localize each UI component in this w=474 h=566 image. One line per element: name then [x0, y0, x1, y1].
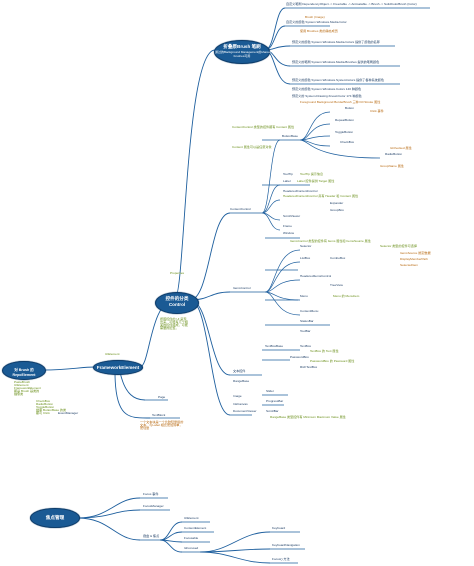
g9: TextBox 的 Text 属性: [310, 349, 339, 353]
r3: 自定义的颜色 System.Windows.Media.Color: [286, 20, 347, 24]
c22: StatusBar: [300, 319, 314, 323]
control-note: 按照控件的 UI 呈现 出来，可能有几个相 关的控件组成，可能 需要的配置。: [160, 317, 188, 331]
c29: InkCanvas: [233, 402, 248, 406]
c12: HeaderedContentControl: [283, 189, 318, 193]
c15: Window: [283, 231, 295, 235]
b5: Focusable: [184, 536, 199, 540]
focus-node[interactable]: 焦点管理: [30, 508, 80, 528]
g10: PasswordBox 的 Password 属性: [310, 359, 355, 363]
uielement-label: UIElement: [105, 352, 120, 356]
c3: ToggleButton: [335, 130, 354, 134]
c16: ItemsControl: [233, 286, 251, 290]
c17: ListBox: [300, 256, 311, 260]
g3: ToolTip 提示信息: [300, 172, 324, 176]
r2: Brush (Image): [305, 15, 325, 19]
b7: IsFocused: [184, 546, 199, 550]
browser-brush-title: 折叠原Brush 笔刷: [223, 44, 261, 49]
g8: Menu 的 MenuItem: [333, 294, 360, 298]
o1: Click 事件: [370, 109, 384, 113]
frameworkelement-node[interactable]: FrameworkElement: [93, 360, 143, 375]
o2: IsChecked 属性: [390, 146, 412, 150]
b2: FocusManager: [143, 504, 164, 508]
c10: Expander: [330, 201, 344, 205]
c14: Frame: [283, 224, 292, 228]
o3: GroupName 属性: [380, 164, 404, 168]
g7: Selector 类型的控件可选择: [380, 244, 417, 248]
o4: ItemsSource 绑定数据: [400, 251, 431, 255]
c33: ScrollBar: [266, 409, 279, 413]
c4: CheckBox: [340, 140, 355, 144]
c25: Selector: [300, 244, 312, 248]
g6: ItemsControl 类型的控件有 Items 属性和 ItemsSourc…: [290, 239, 371, 243]
browser-brush-subtitle: 通过的Background Management的shared brushes可…: [215, 50, 271, 58]
c7: ContentControl: [230, 207, 251, 211]
c2: RepeatButton: [335, 118, 354, 122]
c28: RichTextBox: [300, 365, 318, 369]
g1: ContentControl 类型的控件都有 Content 属性: [232, 125, 295, 129]
focus-title: 焦点管理: [45, 515, 65, 520]
root-notes: PasteBrush UIElement FrameworkElement 都是…: [14, 380, 41, 397]
c32: ProgressBar: [266, 399, 284, 403]
root-title: 对 Brush 的 RepoElement: [12, 368, 36, 377]
c41: TextBoxBase: [265, 344, 284, 348]
b1: Focus 事件: [143, 492, 159, 496]
root-node[interactable]: 对 Brush 的 RepoElement: [2, 361, 46, 380]
b3: UIElement: [184, 516, 199, 520]
properties-label: Properties: [170, 271, 185, 275]
r1: 自定义笔刷 DependencyObject -> Freezable -> A…: [286, 2, 417, 6]
control-title: 控件的分类 Control: [165, 296, 189, 307]
c5: RadioButton: [385, 152, 403, 156]
left-list: CheckBox RadioButton ToggleButton 继承 But…: [36, 399, 67, 416]
r7: 预定义的颜色 System.Windows.SystemColors 提供了各种…: [292, 78, 384, 82]
c24: HeaderedItemsControl: [300, 274, 332, 278]
b6: 键盘 & 焦点: [143, 534, 160, 538]
g2: Content 属性可以是任意对象: [232, 145, 272, 149]
r6: 预定义的笔刷 System.Windows.Media.Brushes 提供的笔…: [292, 60, 380, 64]
g11: RangeBase 类型控件有 Minimum Maximum Value 属性: [270, 415, 346, 419]
c42: 文本控件: [233, 369, 246, 373]
c26: TextBox: [300, 344, 312, 348]
page-node[interactable]: Page: [158, 395, 166, 399]
g5: HeaderedContentControl 具有 Header 和 Conte…: [283, 194, 359, 198]
c11: GroupBox: [330, 208, 344, 212]
c31: Slider: [266, 389, 274, 393]
c9: ToolTip: [283, 172, 293, 176]
r5: 预定义的颜色 System.Windows.Media.Colors 提供了颜色…: [292, 40, 380, 44]
r4: 使用 Brushes 类的静态成员: [300, 29, 338, 33]
c21: ContextMenu: [300, 309, 319, 313]
c19: TreeView: [330, 283, 343, 287]
r9: 预定义的 System.Drawing.KnownColor 174 种颜色: [292, 94, 362, 98]
c20: Menu: [300, 294, 308, 298]
c1: Button: [345, 106, 354, 110]
r10: Foreground Background BorderBrush 三种 Fil…: [300, 100, 381, 104]
c6: ButtonBase: [282, 134, 298, 138]
frameworkelement-title: FrameworkElement: [96, 365, 140, 370]
browser-brush-node[interactable]: 折叠原Brush 笔刷 通过的Background Management的sha…: [214, 40, 271, 64]
c23: ToolBar: [300, 329, 311, 333]
r8: 预定义的颜色 System.Windows.Colors 140 种颜色: [292, 87, 362, 91]
c18: ComboBox: [330, 256, 346, 260]
b12: Focus() 方法: [272, 557, 290, 561]
shape-note: EventManager: [58, 411, 79, 415]
textblock-note: 一个文本块是一个比较轻量级的 文本，与Label 相比更加简单， 更轻量: [140, 420, 184, 431]
b4: ContentElement: [184, 526, 207, 530]
c13: ScrollViewer: [283, 214, 301, 218]
b10: KeyboardNavigation: [272, 543, 300, 547]
c27: PasswordBox: [290, 355, 309, 359]
control-node[interactable]: 控件的分类 Control: [155, 292, 199, 314]
c35: Image: [233, 394, 242, 398]
c34: RangeBase: [233, 379, 250, 383]
o6: SelectedItem: [400, 263, 419, 267]
b8: Keyboard: [272, 526, 286, 530]
o5: DisplayMemberPath: [400, 257, 428, 261]
g4: Label 控件提供 Target 属性: [297, 179, 335, 183]
textblock-node[interactable]: TextBlock: [152, 413, 166, 417]
c8: Label: [283, 179, 291, 183]
c30: DocumentViewer: [233, 409, 257, 413]
